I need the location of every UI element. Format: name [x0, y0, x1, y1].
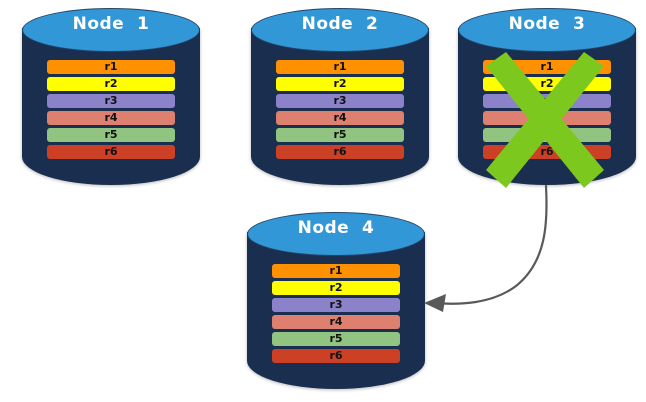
node-cylinder-2[interactable]: Node 2 r1 r2 r3 r4 r5 r6: [251, 8, 429, 185]
arrow-head-icon: [424, 294, 446, 312]
row-bar[interactable]: r2: [482, 77, 612, 91]
row-list: r1 r2 r3 r4 r5 r6: [46, 60, 176, 159]
row-bar[interactable]: r6: [271, 349, 401, 363]
row-bar[interactable]: r5: [275, 128, 405, 142]
row-list: r1 r2 r3 r4 r5 r6: [275, 60, 405, 159]
row-list: r1 r2 r3 r4 r5 r6: [271, 264, 401, 363]
node-cylinder-3[interactable]: Node 3 r1 r2 r3 r4 r5 r6: [458, 8, 636, 185]
row-bar[interactable]: r4: [271, 315, 401, 329]
row-bar[interactable]: r4: [275, 111, 405, 125]
row-bar[interactable]: r4: [482, 111, 612, 125]
row-bar[interactable]: r3: [46, 94, 176, 108]
cylinder-top-ellipse: [251, 8, 429, 52]
row-bar[interactable]: r1: [275, 60, 405, 74]
row-bar[interactable]: r4: [46, 111, 176, 125]
row-bar[interactable]: r6: [46, 145, 176, 159]
row-bar[interactable]: r3: [275, 94, 405, 108]
row-bar[interactable]: r1: [271, 264, 401, 278]
row-bar[interactable]: r6: [275, 145, 405, 159]
node-cylinder-1[interactable]: Node 1 r1 r2 r3 r4 r5 r6: [22, 8, 200, 185]
row-bar[interactable]: r2: [271, 281, 401, 295]
row-bar[interactable]: r6: [482, 145, 612, 159]
row-bar[interactable]: r5: [482, 128, 612, 142]
row-bar[interactable]: r2: [275, 77, 405, 91]
arrow-curve: [432, 184, 548, 305]
cylinder-top-ellipse: [247, 212, 425, 256]
node-cylinder-4[interactable]: Node 4 r1 r2 r3 r4 r5 r6: [247, 212, 425, 389]
cylinder-top-ellipse: [22, 8, 200, 52]
row-list: r1 r2 r3 r4 r5 r6: [482, 60, 612, 159]
row-bar[interactable]: r5: [46, 128, 176, 142]
row-bar[interactable]: r1: [482, 60, 612, 74]
cylinder-top-ellipse: [458, 8, 636, 52]
row-bar[interactable]: r1: [46, 60, 176, 74]
row-bar[interactable]: r3: [482, 94, 612, 108]
row-bar[interactable]: r5: [271, 332, 401, 346]
row-bar[interactable]: r2: [46, 77, 176, 91]
row-bar[interactable]: r3: [271, 298, 401, 312]
